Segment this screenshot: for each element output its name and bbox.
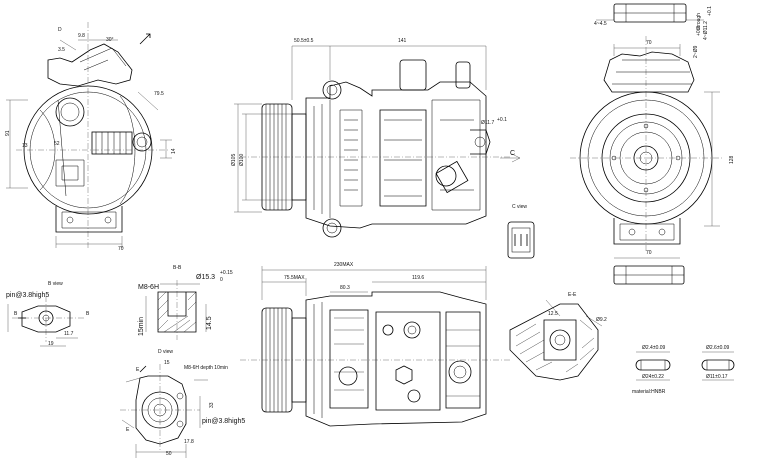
dim-dia105: Ø105 — [231, 153, 237, 166]
oring-left-id: Ø2.4±0.09 — [642, 345, 666, 351]
dim-4-4-5: 4~4.5 — [594, 21, 607, 27]
rear-view — [570, 36, 722, 259]
dim-230max: 230MAX — [334, 262, 354, 268]
dim-11-7: 11.7 — [64, 331, 74, 337]
dim-2-through: 2~Ø9 — [693, 45, 699, 58]
dim-19: 19 — [48, 341, 54, 347]
dim-thread-side-tol: +0.1 — [497, 117, 507, 123]
bb-thread: M8-6H — [138, 284, 160, 291]
bb-depth: 15min — [138, 316, 145, 336]
dim-through-text: through — [696, 13, 702, 30]
b-view-title: B view — [48, 281, 63, 287]
dim-17-8: 17.8 — [184, 439, 194, 445]
oring-right-od: Ø11±0.17 — [706, 374, 728, 380]
dim-14: 14 — [171, 148, 177, 154]
dim-119-6: 119.6 — [412, 275, 425, 281]
dim-128: 128 — [729, 155, 735, 164]
label-e-bottom: E — [126, 427, 130, 433]
ee-title: E-E — [568, 292, 577, 298]
bb-title: B-B — [173, 265, 182, 271]
dim-70-rear-top: 70 — [646, 40, 652, 46]
o-rings — [635, 351, 735, 381]
dim-33-d: 33 — [209, 402, 215, 408]
d-view-title: D view — [158, 349, 174, 355]
bb-bore-tol-lower: 0 — [220, 277, 223, 283]
b-view-pin: pin@3.8high5 — [6, 292, 50, 299]
side-view — [234, 45, 521, 238]
dim-dia100: Ø100 — [239, 153, 245, 166]
oring-material: material:HNBR — [632, 389, 666, 395]
section-ee — [509, 299, 603, 381]
label-b-left: B — [14, 311, 18, 317]
label-c: C — [510, 150, 516, 157]
c-view — [507, 221, 535, 259]
d-view — [120, 364, 208, 458]
dim-13: 13 — [22, 143, 28, 149]
dim-50-5: 50.5±0.5 — [294, 38, 314, 44]
dim-3-5: 3.5 — [58, 47, 65, 53]
b-view — [7, 296, 84, 347]
ee-dim-dia: Ø9.2 — [596, 317, 607, 323]
dim-91: 91 — [5, 130, 11, 136]
bb-14-5: 14.5 — [206, 316, 213, 330]
bottom-section-view — [240, 266, 510, 427]
dim-50-d: 50 — [166, 451, 172, 457]
d-view-pin: pin@3.8high5 — [202, 418, 246, 425]
oring-right-id: Ø2.6±0.09 — [706, 345, 730, 351]
c-view-title: C view — [512, 204, 528, 210]
dim-141: 141 — [398, 38, 407, 44]
dim-thread-side: Ø11.7 — [481, 120, 495, 126]
view-arrows — [18, 33, 151, 373]
oring-left-od: Ø24±0.22 — [642, 374, 664, 380]
dim-70-rear-bottom: 70 — [646, 250, 652, 256]
dim-9-8: 9.8 — [78, 33, 85, 39]
label-e-top: E — [136, 367, 140, 373]
label-d: D — [58, 27, 62, 33]
dim-4-hole: 4~Ø11.2 — [703, 21, 709, 40]
front-view — [6, 22, 172, 248]
bb-bore: Ø15.3 — [196, 274, 216, 281]
dim-4-hole-tol: +0.1 — [707, 6, 713, 16]
ee-dim-12-5: 12.5 — [548, 311, 558, 317]
dim-15-d: 15 — [164, 360, 170, 366]
dim-70-front: 70 — [118, 246, 124, 252]
bb-bore-tol-upper: +0.15 — [220, 270, 233, 276]
d-view-thread-note: M8-6H depth 10min — [184, 365, 228, 371]
fitting-detail-top — [596, 3, 704, 23]
dim-79-5: 79.5 — [154, 91, 164, 97]
label-b-right: B — [86, 311, 90, 317]
dim-80-3: 80.3 — [340, 285, 350, 291]
fitting-detail-bottom — [613, 265, 685, 285]
dim-52: 52 — [54, 141, 60, 147]
section-bb — [145, 280, 207, 340]
dim-30-deg: 30° — [106, 37, 114, 43]
dim-75-5max: 75.5MAX — [284, 275, 305, 281]
